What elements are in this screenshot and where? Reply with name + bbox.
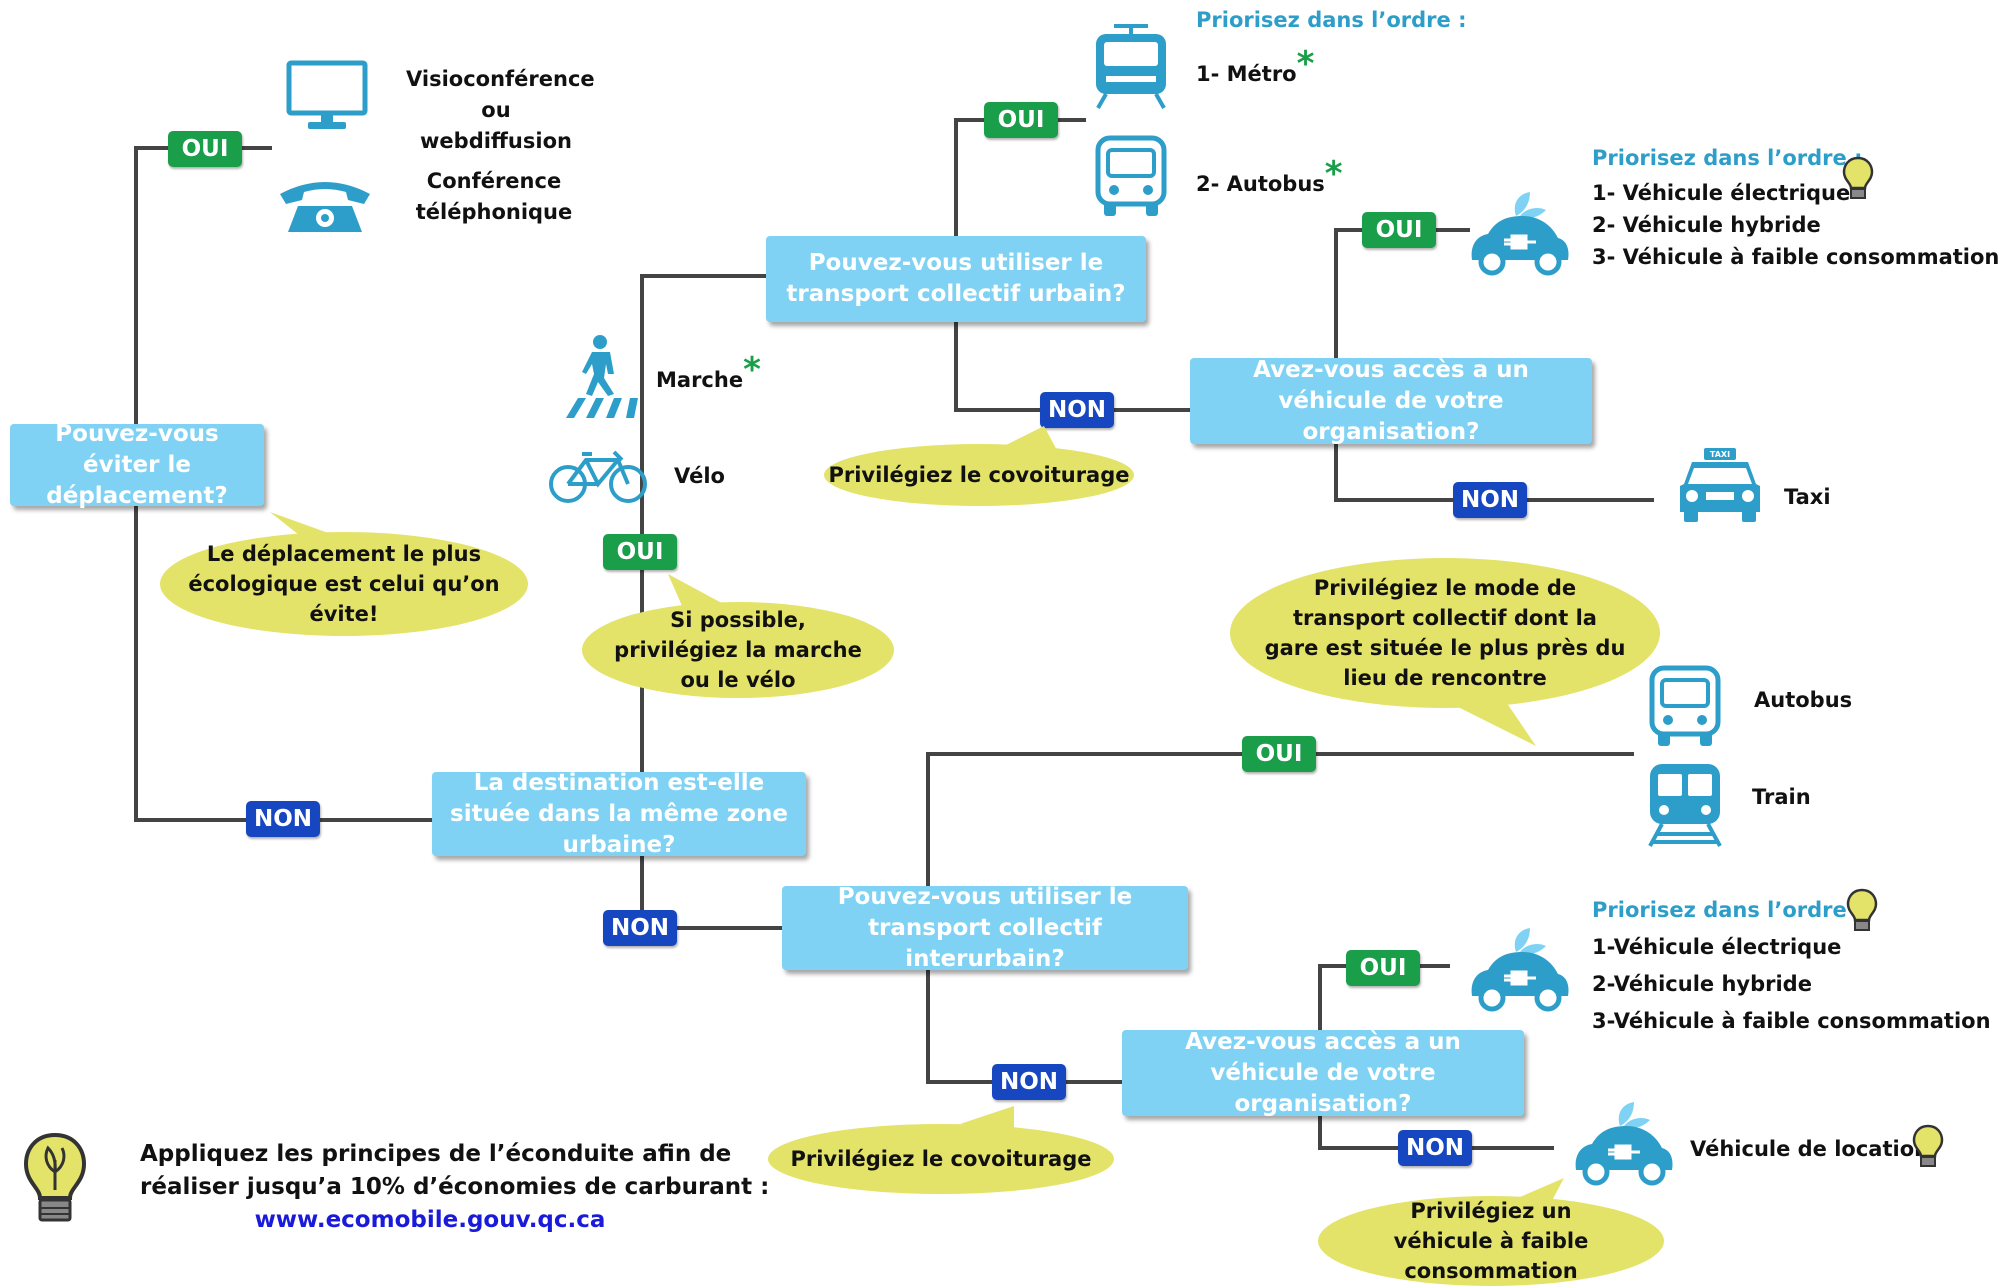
monitor-icon	[286, 60, 368, 129]
taxi-sign-text: TAXI	[1710, 450, 1730, 459]
train-icon	[1648, 764, 1722, 847]
vehicles-2-item-3: 3-Véhicule à faible consommation	[1592, 1009, 1991, 1033]
lightbulb-icon-2	[1846, 888, 1878, 931]
vehicles-1-item-2: 2- Véhicule hybride	[1592, 213, 1821, 237]
walk-label: Marche*	[656, 353, 761, 396]
electric-car-icon-1	[1471, 192, 1569, 276]
bubble-low-consumption: Privilégiez un véhicule à faible consomm…	[1318, 1196, 1664, 1286]
no-tag-same-zone: NON	[603, 910, 677, 946]
bubble-carpool-1: Privilégiez le covoiturage	[824, 444, 1134, 506]
no-tag-urban-transit: NON	[1040, 392, 1114, 428]
yes-tag-same-zone: OUI	[603, 534, 677, 570]
yes-tag-org-vehicle-2: OUI	[1346, 950, 1420, 986]
metro-label: 1- Métro*	[1196, 47, 1314, 90]
lightbulb-icon-1	[1842, 156, 1874, 199]
bike-label: Vélo	[674, 464, 725, 488]
footer-line-1: Appliquez les principes de l’éconduite a…	[140, 1141, 732, 1167]
no-tag-org-vehicle-2: NON	[1398, 1130, 1472, 1166]
yes-tag-urban-transit: OUI	[984, 102, 1058, 138]
bus-label: 2- Autobus*	[1196, 157, 1343, 200]
question-urban-transit: Pouvez-vous utiliser le transport collec…	[766, 236, 1146, 322]
remote-video-label: Visioconférence ou webdiffusion	[406, 67, 595, 153]
bus-star: *	[1324, 154, 1343, 194]
yes-tag-org-vehicle-1: OUI	[1362, 212, 1436, 248]
question-same-zone: La destination est-elle située dans la m…	[432, 770, 806, 858]
question-avoid-trip: Pouvez-vous éviter le déplacement?	[10, 421, 264, 509]
question-interurban-transit: Pouvez-vous utiliser le transport collec…	[782, 884, 1188, 972]
footer-line-2: réaliser jusqu’a 10% d’économies de carb…	[140, 1174, 770, 1200]
yes-tag-avoid: OUI	[168, 131, 242, 167]
vehicles-2-item-1: 1-Véhicule électrique	[1592, 935, 1842, 959]
lightbulb-icon-3	[1912, 1124, 1944, 1167]
bubble-carpool-2: Privilégiez le covoiturage	[768, 1124, 1114, 1194]
walk-text: Marche	[656, 368, 744, 392]
line-avoid-no	[134, 506, 432, 822]
ecomobile-link[interactable]: www.ecomobile.gouv.qc.ca	[254, 1207, 606, 1233]
bus-text: 2- Autobus	[1196, 172, 1325, 196]
line-org1-no	[1334, 444, 1654, 502]
metro-text: 1- Métro	[1196, 62, 1297, 86]
bubble-station: Privilégiez le mode de transport collect…	[1230, 558, 1660, 708]
bicycle-icon	[549, 450, 647, 503]
remote-phone-label: Conférence téléphonique	[415, 169, 573, 224]
electric-car-icon-2	[1471, 928, 1569, 1012]
vehicles-1-item-1: 1- Véhicule électrique	[1592, 181, 1851, 205]
taxi-icon: TAXI	[1680, 448, 1760, 522]
rental-label: Véhicule de location	[1690, 1137, 1930, 1161]
no-tag-interurban: NON	[992, 1064, 1066, 1100]
line-org2-no	[1318, 1116, 1554, 1150]
vehicles-2-header: Priorisez dans l’ordre :	[1592, 898, 1863, 922]
train-label: Train	[1752, 785, 1811, 809]
no-tag-org-vehicle-1: NON	[1453, 482, 1527, 518]
vehicles-1-item-3: 3- Véhicule à faible consommation	[1592, 245, 1999, 269]
no-tag-avoid: NON	[246, 801, 320, 837]
lightbulb-icon-large	[23, 1132, 87, 1222]
question-org-vehicle-2: Avez-vous accès a un véhicule de votre o…	[1122, 1029, 1524, 1117]
bubble-walk-bike: Si possible, privilégiez la marche ou le…	[582, 602, 894, 698]
vehicles-2-item-2: 2-Véhicule hybride	[1592, 972, 1812, 996]
walk-star: *	[743, 350, 761, 390]
metro-star: *	[1296, 44, 1315, 84]
vehicles-1-header: Priorisez dans l’ordre :	[1592, 146, 1863, 170]
rental-car-icon	[1575, 1102, 1673, 1186]
question-org-vehicle-1: Avez-vous accès a un véhicule de votre o…	[1190, 357, 1592, 445]
line-interurban-yes	[926, 752, 1634, 886]
taxi-label: Taxi	[1784, 485, 1831, 509]
transit-priority-header: Priorisez dans l’ordre :	[1196, 8, 1467, 32]
city-bus-icon	[1095, 135, 1167, 216]
telephone-icon	[280, 182, 370, 232]
intercity-bus-icon	[1649, 665, 1721, 746]
metro-icon	[1096, 24, 1166, 109]
pedestrian-icon	[566, 335, 638, 418]
yes-tag-interurban: OUI	[1242, 736, 1316, 772]
bubble-avoid: Le déplacement le plus écologique est ce…	[160, 532, 528, 636]
intercity-bus-label: Autobus	[1754, 688, 1853, 712]
